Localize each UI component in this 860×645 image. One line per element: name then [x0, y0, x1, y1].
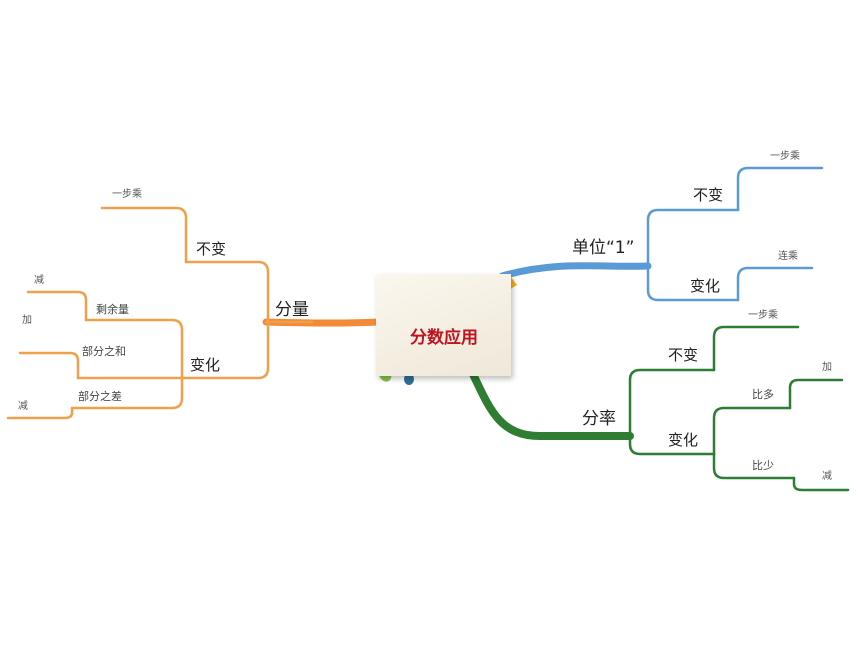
- leaf-one-step-multiply[interactable]: 一步乘: [748, 310, 778, 321]
- central-topic-card[interactable]: [376, 274, 511, 376]
- item-less-than[interactable]: 比少: [752, 459, 774, 472]
- branch-topright-main: [498, 262, 652, 280]
- subtopic-unchanged[interactable]: 不变: [693, 186, 724, 204]
- topic-unit-one[interactable]: 单位“1”: [572, 238, 635, 258]
- leaf-subtract[interactable]: 减: [34, 275, 44, 286]
- subtopic-changed[interactable]: 变化: [668, 431, 699, 449]
- leaf-one-step-multiply[interactable]: 一步乘: [112, 189, 142, 200]
- subtopic-unchanged[interactable]: 不变: [668, 346, 699, 364]
- subtopic-changed[interactable]: 变化: [190, 356, 221, 374]
- item-part-difference[interactable]: 部分之差: [78, 390, 122, 403]
- leaf-subtract[interactable]: 减: [822, 471, 832, 482]
- leaf-add[interactable]: 加: [822, 362, 832, 373]
- central-topic[interactable]: 分数应用: [410, 328, 478, 348]
- leaf-continuous-multiply[interactable]: 连乘: [778, 251, 798, 262]
- topic-fenliang[interactable]: 分量: [275, 300, 309, 320]
- branch-bottomright-main: [468, 368, 634, 440]
- leaf-subtract[interactable]: 减: [18, 401, 28, 412]
- subtopic-changed[interactable]: 变化: [690, 277, 721, 295]
- item-remaining[interactable]: 剩余量: [96, 303, 129, 316]
- leaf-add[interactable]: 加: [22, 315, 32, 326]
- item-more-than[interactable]: 比多: [752, 388, 774, 401]
- item-part-sum[interactable]: 部分之和: [82, 345, 126, 358]
- topic-fenlv[interactable]: 分率: [582, 409, 616, 429]
- pin-icon: [404, 373, 414, 385]
- subtopic-unchanged[interactable]: 不变: [196, 240, 227, 258]
- leaf-one-step-multiply[interactable]: 一步乘: [770, 151, 800, 162]
